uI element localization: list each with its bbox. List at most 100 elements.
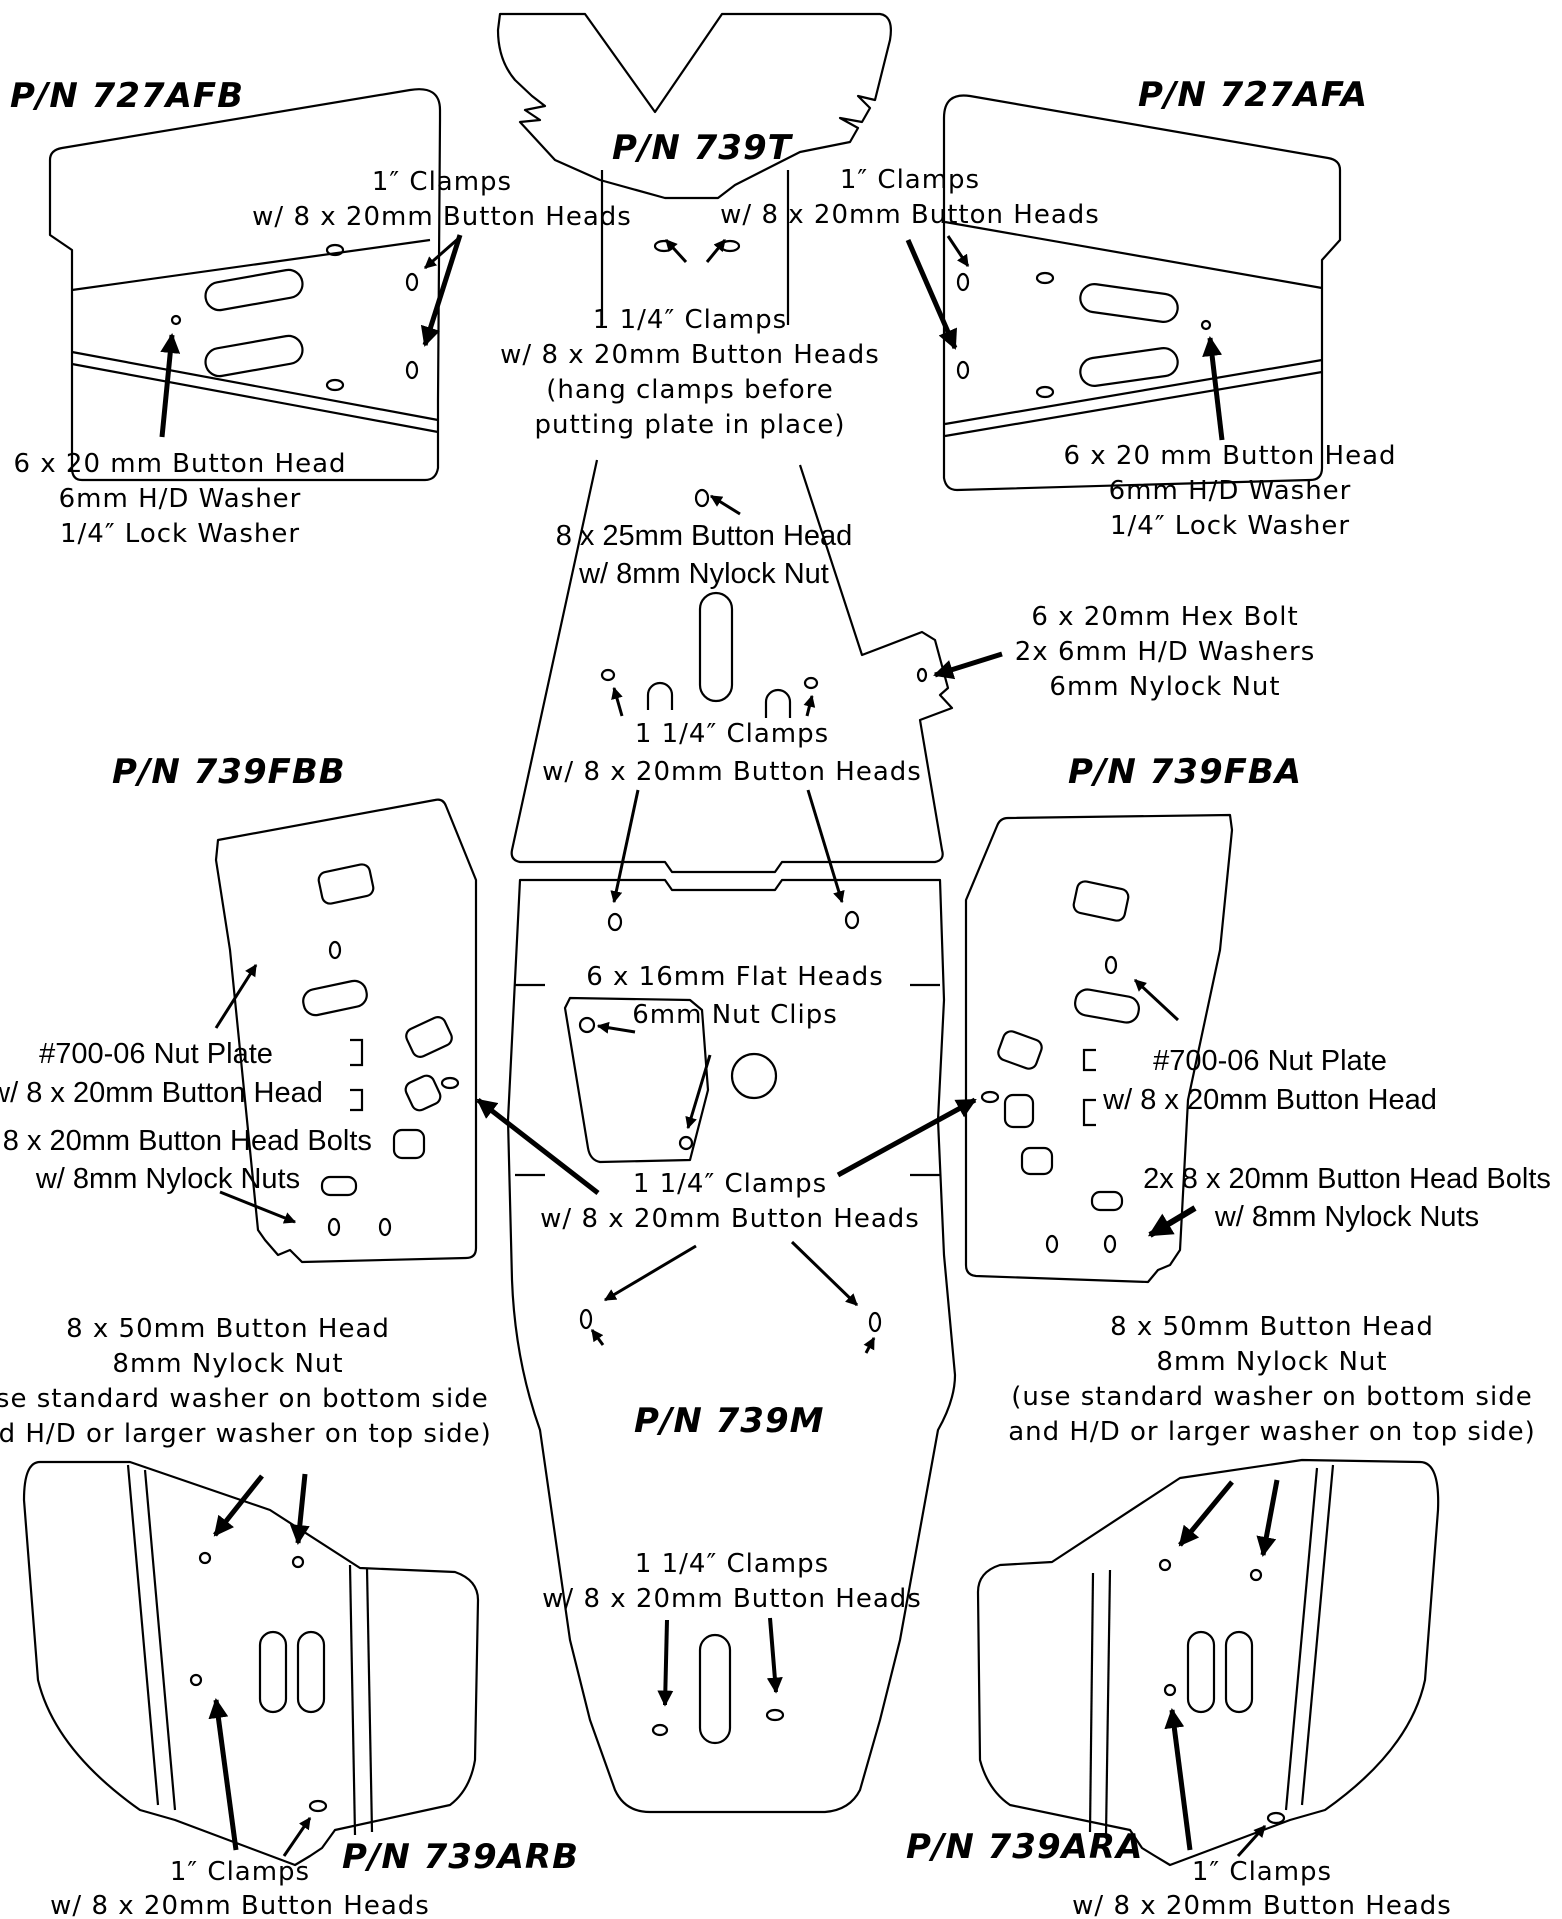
note-line: 1 1/4″ Clamps [633,1169,827,1199]
arrow-afb-clamp-2 [420,234,463,347]
arrow-arb-bolt-1 [213,1474,264,1537]
arrow-t-clamp-1 [664,238,688,264]
arrow-fba-bolts [1147,1205,1197,1238]
arrow-upper-clamp-2 [803,694,816,717]
arrow-mid-clamp-1 [603,1244,697,1302]
arrow-upper-clamp-1 [611,686,624,717]
note-ara-bolt: 8 x 50mm Button Head 8mm Nylock Nut (use s… [1008,1312,1536,1447]
note-line: (use standard washer on bottom side [1011,1382,1532,1412]
note-line: 2x 6mm H/D Washers [1015,637,1315,667]
pn-739fba: P/N 739FBA [1068,752,1302,792]
arrow-lower-clamp-1 [657,1619,674,1707]
arrow-mid-left [476,1098,600,1195]
note-line: #700-06 Nut Plate [1153,1045,1387,1077]
note-fba-nutplate: #700-06 Nut Plate w/ 8 x 20mm Button Head [1102,1045,1437,1116]
arrow-afa-clamp-2 [905,239,958,350]
note-line: w/ 8mm Nylock Nuts [35,1163,300,1195]
note-line: 6mm H/D Washer [1109,476,1352,506]
plate-727afa [942,94,1342,492]
note-line: w/ 8 x 20mm Button Heads [542,1584,922,1614]
arrow-fbb-bolts [219,1190,297,1224]
notes: 1″ Clamps w/ 8 x 20mm Button Heads 1″ Cla… [0,165,1551,1919]
arrow-lower-clamp-2 [766,1617,783,1694]
note-line: putting plate in place) [534,410,845,440]
arrow-arb-clamp-2 [282,1817,312,1857]
note-line: and H/D or larger washer on top side) [1008,1417,1536,1447]
part-numbers: P/N 727AFB P/N 739T P/N 727AFA P/N 739FB… [10,75,1368,1877]
arrow-mid-clamp-4 [863,1336,876,1354]
note-line: and H/D or larger washer on top side) [0,1419,492,1449]
note-line: 1″ Clamps [170,1857,310,1887]
note-line: 1″ Clamps [372,167,512,197]
arrow-ara-bolt-1 [1178,1480,1234,1547]
note-line: w/ 8mm Nylock Nuts [1214,1201,1479,1233]
arrow-fbb-nutplate [214,963,258,1029]
note-line: 1 1/4″ Clamps [593,305,787,335]
pn-727afa: P/N 727AFA [1138,75,1368,115]
plate-727afb [48,88,442,482]
arrow-hex-bolt [933,651,1003,680]
pn-727afb: P/N 727AFB [10,76,244,116]
arrow-upper-clamp-3 [610,789,640,904]
arrow-flat-head-2 [685,1054,712,1130]
pn-739fbb: P/N 739FBB [112,752,346,792]
arrow-center-bolt [709,494,741,516]
note-line: w/ 8 x 20mm Button Heads [1072,1891,1452,1919]
plate-739arb [22,1460,480,1867]
note-line: 1 1/4″ Clamps [635,1549,829,1579]
note-line: 8 x 50mm Button Head [1110,1312,1434,1342]
note-mid-clamps: 1 1/4″ Clamps w/ 8 x 20mm Button Heads [540,1169,920,1234]
arrows [159,234,1280,1858]
note-line: 6 x 20 mm Button Head [13,449,346,479]
arrow-afa-clamp-1 [946,235,970,267]
note-line: w/ 8 x 20mm Button Heads [720,200,1100,230]
arrow-arb-clamp-1 [208,1698,239,1851]
note-line: (use standard washer on bottom side [0,1384,489,1414]
note-line: w/ 8 x 20mm Button Heads [500,340,880,370]
note-line: w/ 8 x 20mm Button Head [1102,1084,1437,1116]
note-line: 2x 8 x 20mm Button Head Bolts [1143,1163,1551,1195]
note-line: #700-06 Nut Plate [39,1038,273,1070]
arrow-mid-clamp-2 [790,1240,859,1307]
note-line: 1/4″ Lock Washer [60,519,300,549]
arrow-afb-bolt [159,333,181,438]
plate-739ara [976,1458,1440,1867]
note-afa-clamps: 1″ Clamps w/ 8 x 20mm Button Heads [720,165,1100,230]
arrow-ara-clamp-1 [1164,1708,1193,1851]
note-line: 6 x 20 mm Button Head [1063,441,1396,471]
note-fba-bolts: 2x 8 x 20mm Button Head Bolts w/ 8mm Nylo… [1143,1163,1551,1233]
note-line: 6mm Nut Clips [632,1000,838,1030]
note-lower-clamps: 1 1/4″ Clamps w/ 8 x 20mm Button Heads [542,1549,922,1614]
arrow-mid-right [836,1097,977,1178]
note-line: w/ 8 x 20mm Button Heads [252,202,632,232]
note-line: 8mm Nylock Nut [112,1349,343,1379]
note-line: 1/4″ Lock Washer [1110,511,1350,541]
note-line: 6 x 20mm Hex Bolt [1031,602,1298,632]
pn-739t: P/N 739T [612,128,794,168]
arrow-arb-bolt-2 [289,1473,310,1545]
plate-739t [496,12,892,325]
note-line: w/ 8 x 20mm Button Heads [542,757,922,787]
note-line: w/ 8 x 20mm Button Heads [540,1204,920,1234]
note-line: 1″ Clamps [840,165,980,195]
plate-upper-center [510,459,954,874]
note-line: 6mm Nylock Nut [1049,672,1280,702]
note-arb-clamps: 1″ Clamps w/ 8 x 20mm Button Heads [50,1857,430,1919]
note-line: 6mm H/D Washer [59,484,302,514]
note-line: 8 x 25mm Button Head [556,520,853,552]
pn-739arb: P/N 739ARB [342,1837,579,1877]
pn-739m: P/N 739M [634,1401,824,1441]
note-afb-bolt: 6 x 20 mm Button Head 6mm H/D Washer 1/4″ … [13,449,346,549]
note-line: 8mm Nylock Nut [1156,1347,1387,1377]
arrow-ara-bolt-2 [1256,1479,1280,1557]
plate-739fbb [214,798,478,1264]
note-line: w/ 8 x 20mm Button Heads [50,1891,430,1919]
note-line: 2x 8 x 20mm Button Head Bolts [0,1125,372,1157]
